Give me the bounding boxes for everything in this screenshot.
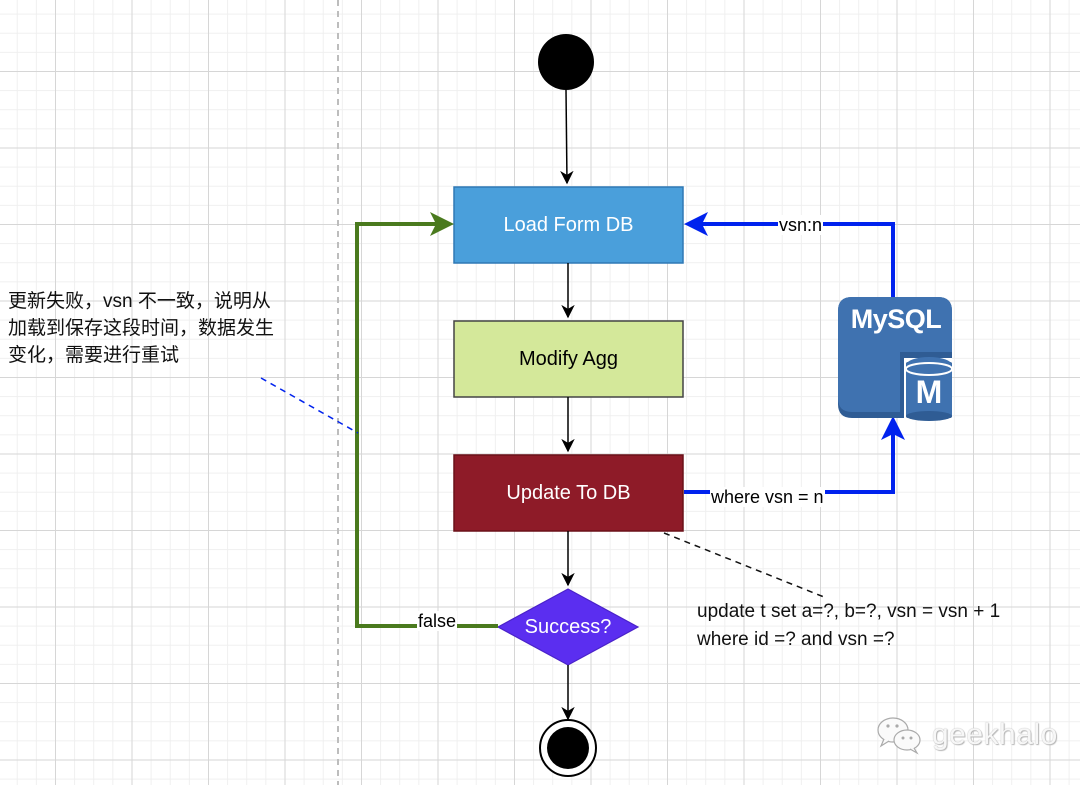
edge-update-to-mysql (684, 432, 895, 494)
update-to-mysql-arrowhead (881, 416, 905, 440)
final-node-core (547, 727, 589, 769)
watermark: geekhalo (876, 715, 1058, 755)
sql-note-connector (663, 532, 825, 598)
success-decision-label: Success? (524, 615, 612, 638)
retry-arrowhead (430, 212, 454, 236)
load-from-db-label: Load Form DB (503, 213, 634, 236)
load-from-db-node[interactable] (453, 186, 684, 264)
wechat-icon (877, 717, 921, 755)
mysql-badge: M (915, 374, 943, 410)
retry-note-connector (260, 377, 359, 434)
edge-label-vsn-n: vsn:n (778, 215, 824, 235)
edge-label-where-vsn: where vsn = n (710, 487, 825, 507)
retry-explanation-note: 更新失败，vsn 不一致，说明从 加载到保存这段时间，数据发生 变化，需要进行重… (8, 291, 275, 366)
mysql-title: MySQL (850, 304, 942, 334)
update-to-db-label: Update To DB (506, 481, 631, 504)
edge-retry-false (355, 222, 498, 628)
mysql-to-load-arrowhead (684, 212, 708, 236)
edge-label-false: false (417, 611, 458, 631)
sql-statement-note: update t set a=?, b=?, vsn = vsn + 1 whe… (697, 601, 1001, 650)
edge-start-to-load (560, 89, 574, 185)
mysql-icon[interactable] (838, 297, 953, 421)
modify-agg-label: Modify Agg (519, 347, 618, 370)
initial-node[interactable] (538, 34, 594, 90)
edge-mysql-to-load (700, 222, 895, 297)
update-to-db-node[interactable] (453, 454, 684, 532)
watermark-text: geekhalo (932, 718, 1058, 751)
